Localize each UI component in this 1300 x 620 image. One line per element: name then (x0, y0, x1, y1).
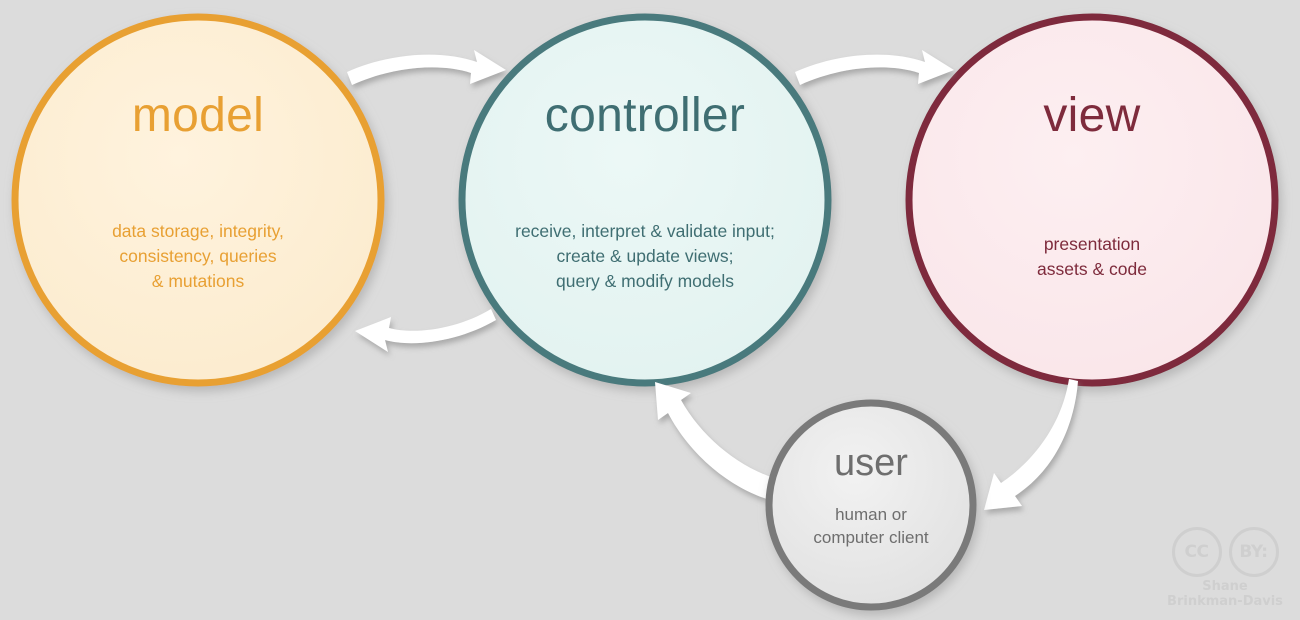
cc-by-icon: BY: (1228, 527, 1279, 578)
attribution-block: CC BY: Shane Brinkman-Davis (1164, 527, 1286, 610)
node-circle-view[interactable] (905, 13, 1279, 387)
node-circle-user[interactable] (765, 399, 977, 611)
cc-license-icon: CC (1171, 527, 1222, 578)
arrow-view-to-user (984, 379, 1078, 510)
attribution-author: Shane Brinkman-Davis (1164, 579, 1286, 610)
arrow-controller-to-model (355, 309, 496, 352)
arrow-controller-to-view (795, 50, 954, 85)
arrow-user-to-controller (655, 382, 774, 500)
arrow-model-to-controller (347, 50, 506, 85)
creative-commons-badges: CC BY: (1164, 527, 1286, 578)
arrow-group (347, 50, 1078, 510)
attribution-author-line2: Brinkman-Davis (1167, 594, 1283, 610)
node-circle-model[interactable] (11, 13, 385, 387)
node-circle-controller[interactable] (458, 13, 832, 387)
attribution-author-line1: Shane (1202, 579, 1248, 595)
